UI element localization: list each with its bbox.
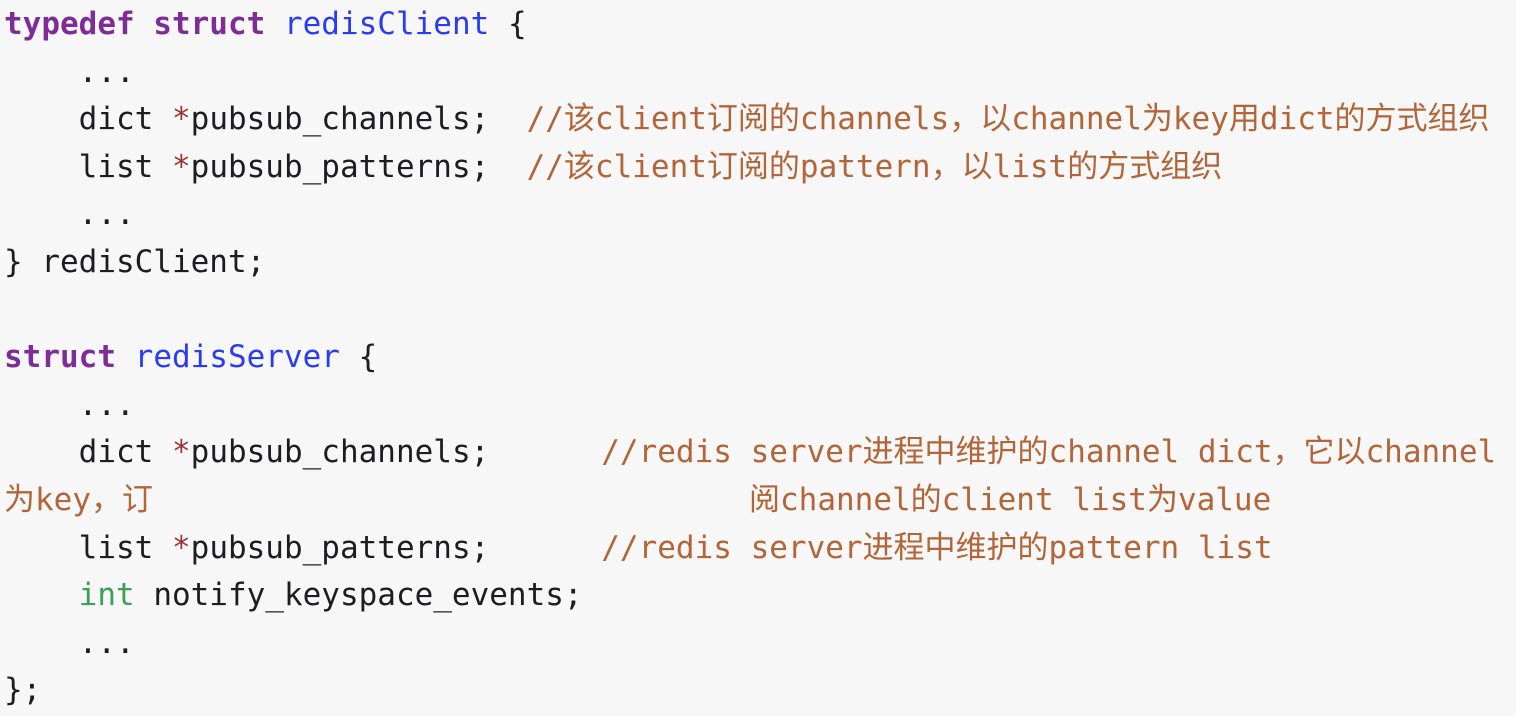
code-line: dict *pubsub_channels; //该client订阅的chann… xyxy=(4,96,1516,144)
code-line: typedef struct redisClient { xyxy=(4,1,1516,49)
code-token: struct xyxy=(4,339,135,376)
code-token: typedef struct xyxy=(4,6,284,42)
code-line: ... xyxy=(4,191,1516,239)
code-token: pubsub_channels; xyxy=(190,101,527,138)
code-token: //redis server进程中维护的channel dict，它以chann… xyxy=(601,434,1497,471)
code-token: list xyxy=(4,148,172,185)
code-token: { xyxy=(489,6,527,42)
code-line xyxy=(4,287,1516,335)
code-token: list xyxy=(4,529,172,566)
code-token: 为key，订 xyxy=(4,481,153,518)
code-token: } redisClient; xyxy=(4,243,266,280)
code-token xyxy=(4,577,79,613)
code-token: ... xyxy=(4,624,135,661)
code-token: * xyxy=(171,101,191,138)
code-token: ... xyxy=(4,196,135,233)
code-line: struct redisServer { xyxy=(4,334,1516,382)
code-line: } redisClient; xyxy=(4,239,1516,287)
code-token: dict xyxy=(4,434,172,471)
code-line: }; xyxy=(4,667,1516,715)
code-token: pubsub_channels; xyxy=(190,434,602,471)
code-token: * xyxy=(171,529,191,566)
code-token: //该client订阅的pattern，以list的方式组织 xyxy=(526,148,1223,185)
code-token: { xyxy=(339,339,378,376)
code-token: redisClient xyxy=(283,6,490,42)
code-token: int xyxy=(78,577,135,614)
code-token: notify_keyspace_events; xyxy=(134,577,583,614)
code-token: 阅channel的client list为value xyxy=(749,481,1272,518)
code-line: list *pubsub_patterns; //redis server进程中… xyxy=(4,525,1516,573)
code-line: ... xyxy=(4,49,1516,97)
code-token: * xyxy=(171,148,191,185)
code-line: ... xyxy=(4,382,1516,430)
code-line: int notify_keyspace_events; xyxy=(4,572,1516,620)
code-token: ... xyxy=(4,53,135,90)
code-token: pubsub_patterns; xyxy=(190,529,602,566)
code-token: dict xyxy=(4,101,172,138)
code-token: pubsub_patterns; xyxy=(190,148,527,185)
code-token: ... xyxy=(4,386,135,423)
code-token: redisServer xyxy=(134,339,340,376)
code-line: ... xyxy=(4,620,1516,668)
code-token: * xyxy=(171,434,191,471)
code-token: }; xyxy=(4,672,42,709)
code-line: dict *pubsub_channels; //redis server进程中… xyxy=(4,429,1516,477)
code-line: 为key，订 阅channel的client list为value xyxy=(4,477,1516,525)
code-line: list *pubsub_patterns; //该client订阅的patte… xyxy=(4,144,1516,192)
code-token: //redis server进程中维护的pattern list xyxy=(601,529,1273,566)
code-token: //该client订阅的channels，以channel为key用dict的方… xyxy=(526,101,1490,138)
